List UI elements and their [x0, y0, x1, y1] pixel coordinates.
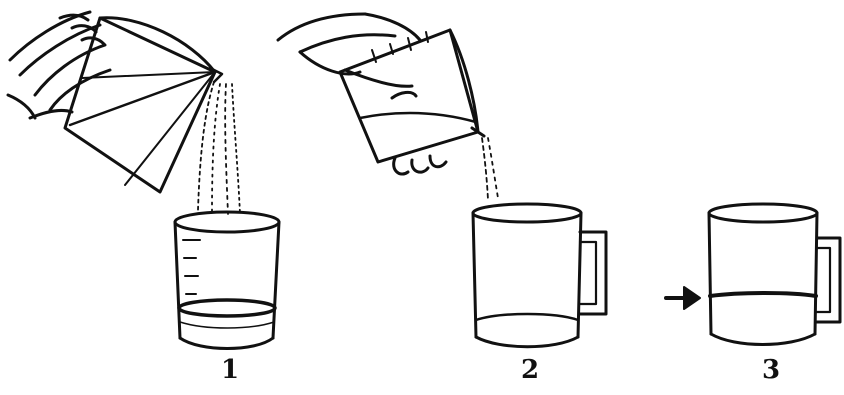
mug-3-icon [709, 204, 840, 345]
mug-2-icon [473, 204, 606, 347]
measuring-jug-icon [65, 18, 222, 192]
step-label-1: 1 [210, 355, 250, 385]
pouring-stream-1-icon [198, 82, 240, 214]
arrow-icon [666, 287, 700, 309]
step-label-2: 2 [510, 355, 550, 385]
pouring-stream-2-icon [482, 138, 498, 200]
step-label-3: 3 [751, 355, 791, 385]
beaker-icon [175, 212, 279, 349]
hand-1-icon [8, 12, 110, 118]
measuring-cup-icon [340, 30, 484, 162]
